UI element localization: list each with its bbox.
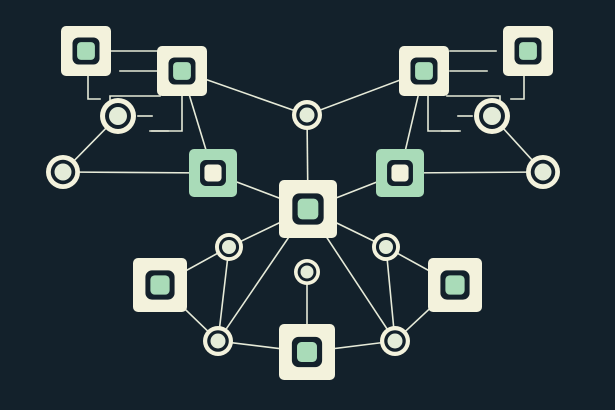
edge-c-ml-c-bl	[217, 246, 230, 342]
round-ring-node	[526, 155, 560, 189]
node-core	[415, 62, 433, 80]
circuit-connector-3	[87, 75, 101, 100]
round-ring-node	[294, 259, 320, 285]
square-panel-node	[133, 258, 187, 312]
square-panel-node	[279, 180, 337, 238]
round-ring-node	[215, 233, 243, 261]
square-panel-node	[157, 46, 207, 96]
edge-c-mr-c-br	[385, 246, 396, 342]
node-core	[77, 42, 95, 60]
node-core	[297, 198, 319, 220]
node-core	[379, 240, 393, 254]
round-ring-node	[380, 326, 410, 356]
circuit-connector-10	[510, 75, 525, 100]
square-panel-node	[503, 26, 553, 76]
node-core	[173, 62, 191, 80]
node-core	[300, 265, 314, 279]
node-core	[445, 275, 465, 295]
node-core	[387, 333, 403, 349]
square-panel-node	[189, 149, 237, 197]
node-core	[299, 107, 315, 123]
round-ring-node	[292, 100, 322, 130]
nodes-layer	[46, 26, 560, 380]
round-ring-node	[46, 155, 80, 189]
square-panel-node	[279, 324, 335, 380]
square-panel-node	[399, 46, 449, 96]
circuit-connector-5	[151, 95, 183, 132]
node-core	[109, 107, 127, 125]
edge-m-l-c-l2	[62, 171, 214, 174]
round-ring-node	[372, 233, 400, 261]
node-core	[391, 164, 409, 182]
node-core	[297, 342, 317, 362]
node-core	[54, 163, 72, 181]
node-core	[204, 164, 222, 182]
node-core	[222, 240, 236, 254]
node-core	[210, 333, 226, 349]
node-core	[150, 275, 170, 295]
square-panel-node	[428, 258, 482, 312]
node-core	[519, 42, 537, 60]
circuit-connector-12	[427, 95, 459, 132]
square-panel-node	[61, 26, 111, 76]
round-ring-node	[100, 98, 136, 134]
node-core	[483, 107, 501, 125]
round-ring-node	[474, 98, 510, 134]
square-panel-node	[376, 149, 424, 197]
round-ring-node	[203, 326, 233, 356]
node-core	[534, 163, 552, 181]
